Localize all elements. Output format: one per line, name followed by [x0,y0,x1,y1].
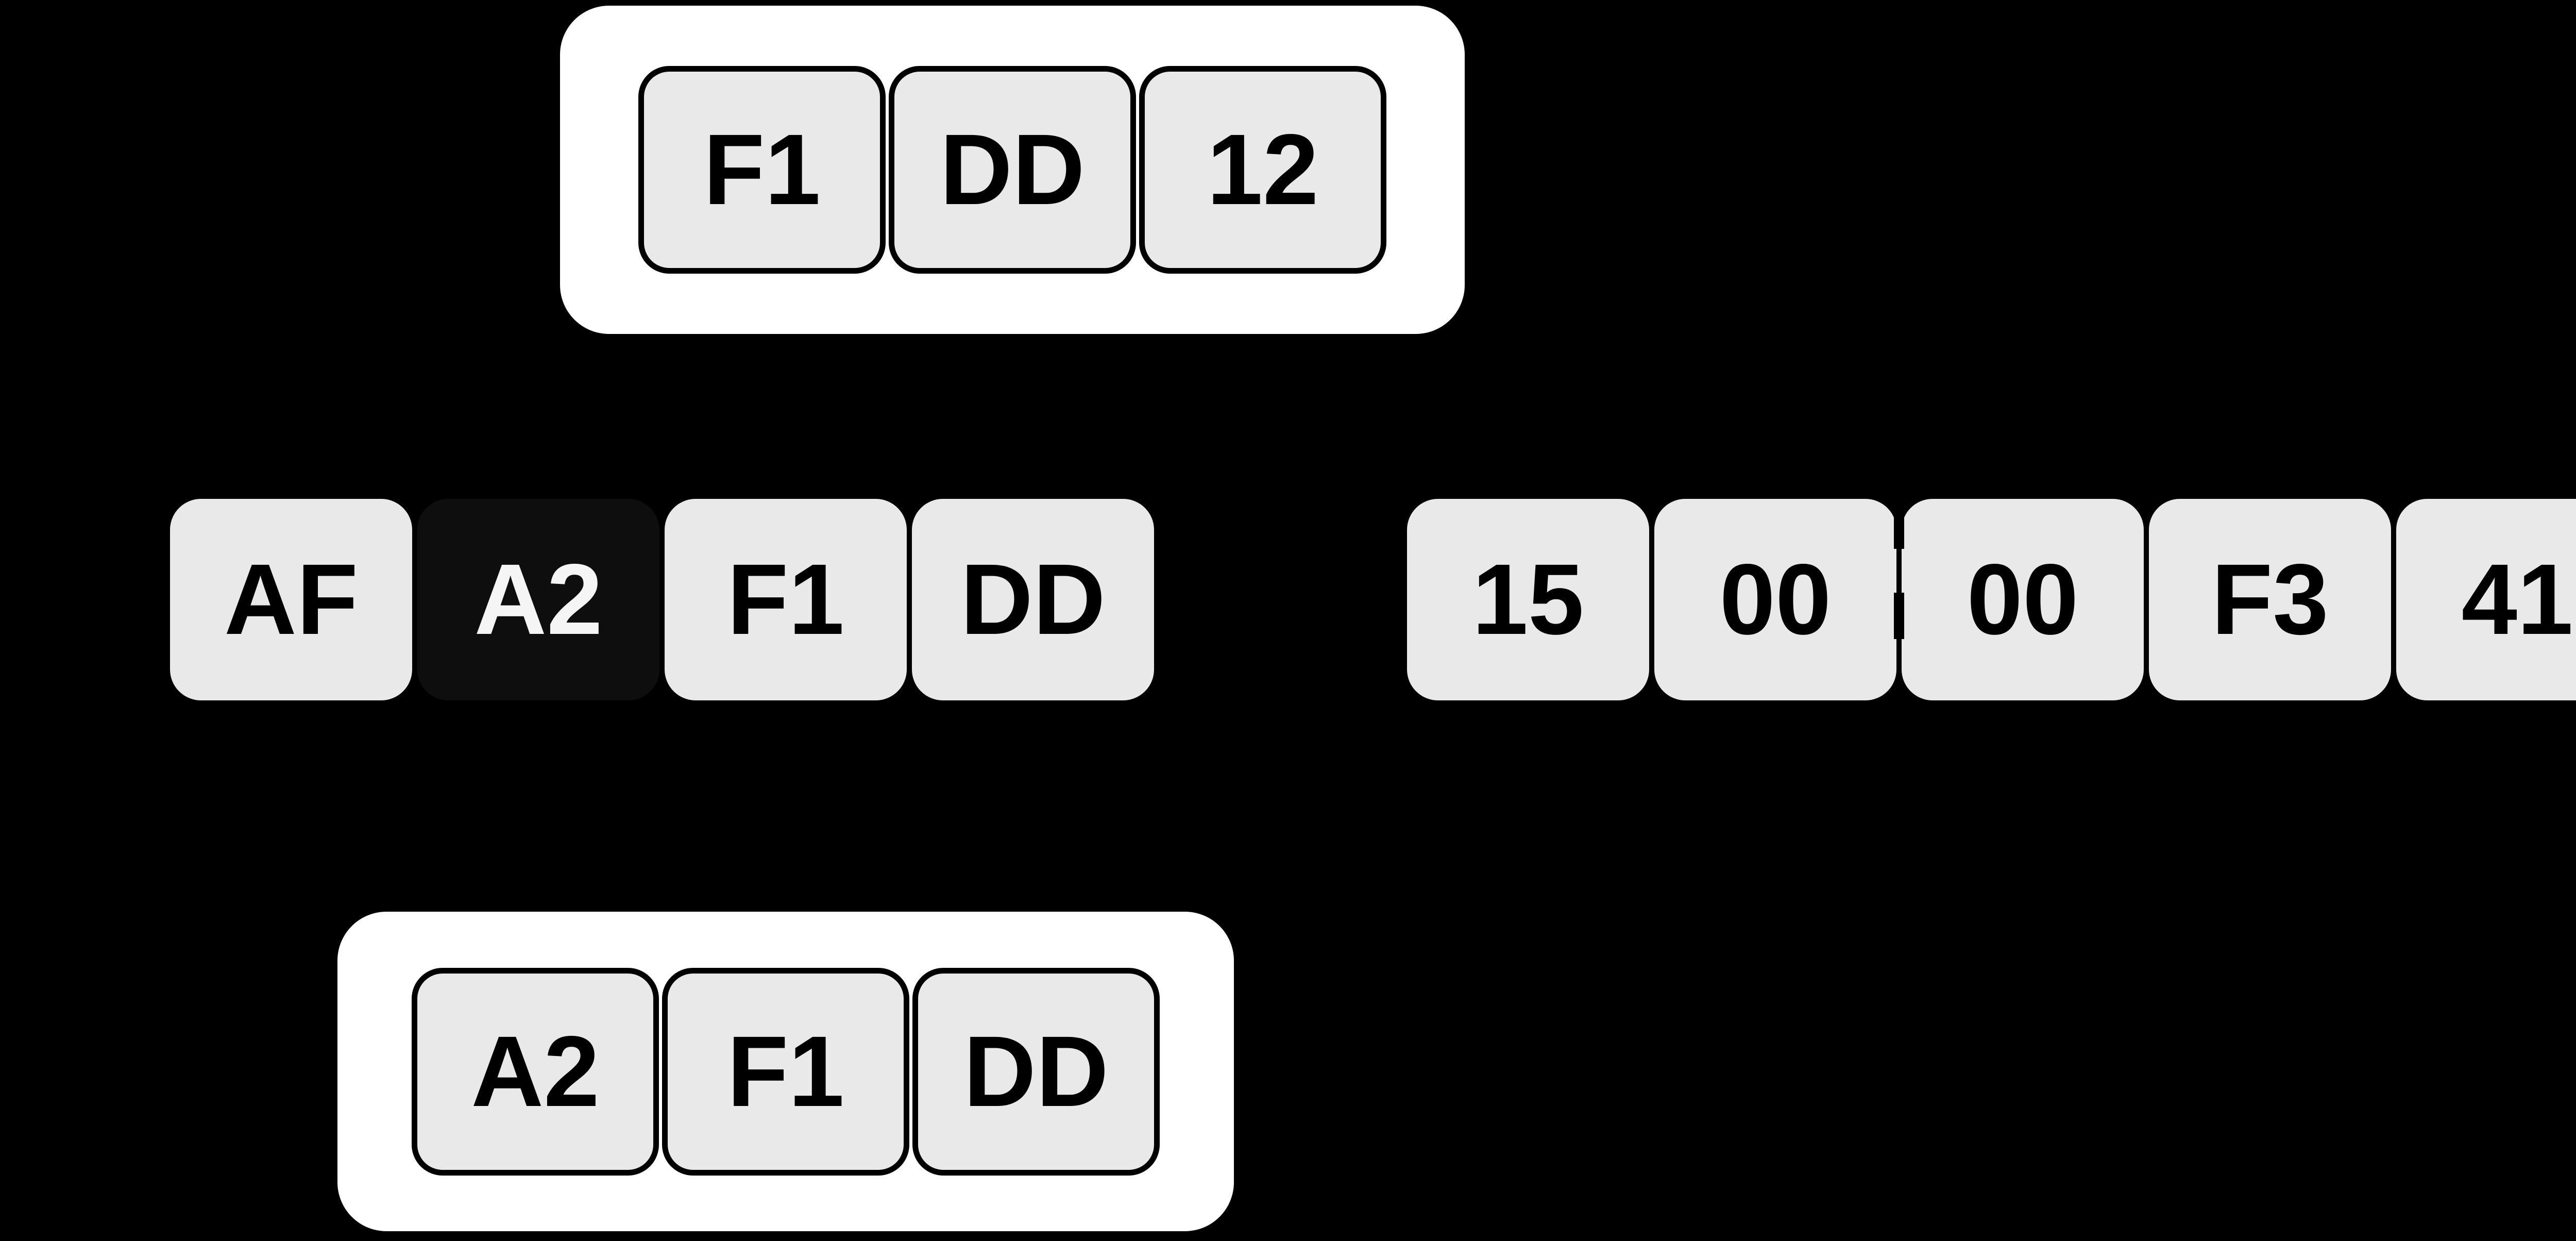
stream-split-dashed-line [1894,502,1904,701]
byte-box: DD [912,967,1160,1176]
top-frame-container: F1 DD 12 [560,6,1465,334]
byte-box: F1 [665,499,907,700]
byte-box: AF [170,499,412,700]
byte-box: A2 [412,967,659,1176]
byte-box: DD [889,66,1136,274]
byte-box: 12 [1139,66,1386,274]
byte-box: F1 [638,66,886,274]
byte-box: F3 [2149,499,2391,700]
buffer-byte-row: AF A2 F1 DD [170,499,1154,700]
byte-box: 00 [1654,499,1896,700]
byte-box: F1 [662,967,909,1176]
byte-box: 41 [2396,499,2576,700]
stream-byte-row: 15 00 00 F3 41 77 [1407,499,2576,700]
byte-box: 00 [1902,499,2144,700]
byte-box: 15 [1407,499,1649,700]
byte-box-highlighted: A2 [417,499,659,700]
bottom-frame-container: A2 F1 DD [337,912,1234,1231]
byte-box: DD [912,499,1154,700]
